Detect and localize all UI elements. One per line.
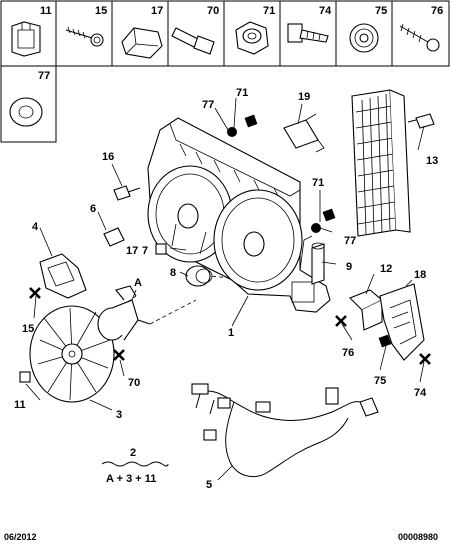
parts-header-grid: 11 15 17 70 71 74 75 76 77 xyxy=(0,0,450,143)
callout-label: 4 xyxy=(32,221,39,233)
footer-doc-number: 00008980 xyxy=(398,532,438,542)
header-cell-label: 76 xyxy=(431,5,443,17)
radiator-sensor xyxy=(407,113,435,129)
kit-formula: A + 3 + 11 xyxy=(101,461,169,485)
mount-stud xyxy=(311,242,325,285)
header-cell-label: 75 xyxy=(375,5,387,17)
rubber-block xyxy=(103,227,125,247)
fan-blade-left xyxy=(29,305,115,403)
header-cell-label: 77 xyxy=(38,70,50,82)
radiator-core xyxy=(351,89,411,237)
wiring-harness xyxy=(191,383,379,478)
callout-label: 2 xyxy=(130,447,136,459)
callout-label: 17 xyxy=(126,245,138,257)
callout-label: 16 xyxy=(102,151,114,163)
callout-label: 7 xyxy=(142,245,148,257)
callout-label: 70 xyxy=(128,377,140,389)
fan-shroud xyxy=(147,117,331,313)
nut-markers xyxy=(227,127,321,233)
callout-label: 9 xyxy=(346,261,352,273)
bolt-icon xyxy=(171,27,215,55)
nut-icon xyxy=(235,21,269,55)
leader-lines xyxy=(25,97,425,481)
header-cell-label: 17 xyxy=(151,5,163,17)
callout-label: 19 xyxy=(298,91,310,103)
header-cell-label: 15 xyxy=(95,5,107,17)
callout-label: 18 xyxy=(414,269,426,281)
callout-label: 77 xyxy=(202,99,214,111)
open-square-markers xyxy=(19,243,167,383)
washer-icon xyxy=(9,97,43,127)
bolt-washer-icon xyxy=(287,23,329,43)
callout-label: A xyxy=(134,277,142,289)
screw-markers xyxy=(29,287,431,365)
callout-label: 75 xyxy=(374,375,386,387)
callout-label: 6 xyxy=(90,203,96,215)
washer-markers xyxy=(244,114,392,348)
callout-label: 13 xyxy=(426,155,438,167)
header-cell-label: 70 xyxy=(207,5,219,17)
callout-label: 8 xyxy=(170,267,176,279)
resistor-holder xyxy=(379,283,425,361)
callout-label: 1 xyxy=(228,327,234,339)
header-cell-label: 71 xyxy=(263,5,275,17)
callout-label: 77 xyxy=(344,235,356,247)
clip-icon xyxy=(11,21,41,57)
callout-label: 71 xyxy=(236,87,248,99)
callout-label: 76 xyxy=(342,347,354,359)
callout-label: 15 xyxy=(22,323,34,335)
callout-label: 11 xyxy=(14,399,26,411)
callout-label: 3 xyxy=(116,409,122,421)
callout-labels: 1 2 3 4 5 6 7 8 9 11 12 13 15 16 17 18 1… xyxy=(14,87,438,491)
fan-motor xyxy=(97,285,151,341)
callout-label: 12 xyxy=(380,263,392,275)
callout-label: 74 xyxy=(414,387,427,399)
sensor-plug xyxy=(113,185,141,201)
header-cell-label: 11 xyxy=(40,5,52,17)
footer: 06/2012 00008980 xyxy=(4,532,438,542)
dash-leaders xyxy=(127,275,231,325)
grommet-icon xyxy=(349,23,379,53)
screw-icon xyxy=(65,26,104,47)
callout-label: 71 xyxy=(312,177,324,189)
header-cell-label: 74 xyxy=(319,5,332,17)
bracket-icon xyxy=(121,27,163,59)
plug-cap xyxy=(185,265,213,287)
callout-label: 5 xyxy=(206,479,212,491)
kit-formula-text: A + 3 + 11 xyxy=(106,473,156,485)
footer-date: 06/2012 xyxy=(4,532,37,542)
resistor-module xyxy=(349,289,383,331)
temperature-sensor xyxy=(283,113,325,153)
screw-icon xyxy=(399,23,440,52)
motor-bracket xyxy=(39,253,87,299)
